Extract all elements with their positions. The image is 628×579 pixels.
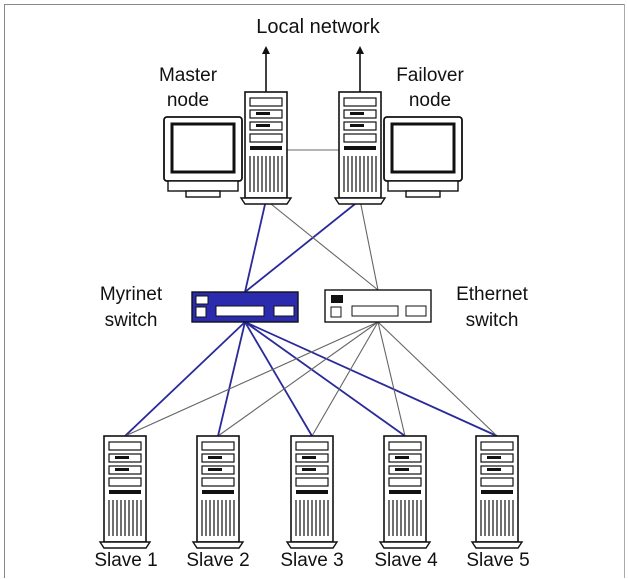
local-network-label: Local network (256, 16, 380, 38)
frame-border-top (4, 4, 624, 5)
ethernet-links (124, 199, 498, 437)
ethernet-switch-icon (324, 289, 432, 323)
master-monitor-icon (162, 115, 244, 199)
ethernet-label-line2: switch (466, 310, 519, 331)
slave-3-server-icon (286, 435, 338, 549)
failover-server-icon (334, 91, 386, 205)
slave-5-label: Slave 5 (466, 550, 529, 571)
failover-label-line2: node (409, 90, 451, 111)
slave-1-server-icon (99, 435, 151, 549)
myrinet-switch-icon (191, 291, 299, 323)
slave-4-label: Slave 4 (374, 550, 438, 571)
ethernet-label-line1: Ethernet (456, 284, 529, 305)
frame-border-right (624, 4, 625, 578)
frame-border-left (4, 4, 5, 578)
failover-monitor-icon (382, 115, 464, 199)
slave-4-server-icon (379, 435, 431, 549)
myrinet-label-line1: Myrinet (100, 284, 163, 305)
myrinet-links (124, 199, 498, 437)
master-server-icon (240, 91, 292, 205)
slave-2-server-icon (192, 435, 244, 549)
slave-2-label: Slave 2 (186, 550, 249, 571)
slave-1-label: Slave 1 (94, 550, 157, 571)
master-label-line1: Master (159, 65, 218, 86)
slave-5-server-icon (471, 435, 523, 549)
failover-label-line1: Failover (396, 65, 464, 86)
master-label-line2: node (167, 90, 209, 111)
slave-3-label: Slave 3 (280, 550, 343, 571)
myrinet-label-line2: switch (105, 310, 158, 331)
